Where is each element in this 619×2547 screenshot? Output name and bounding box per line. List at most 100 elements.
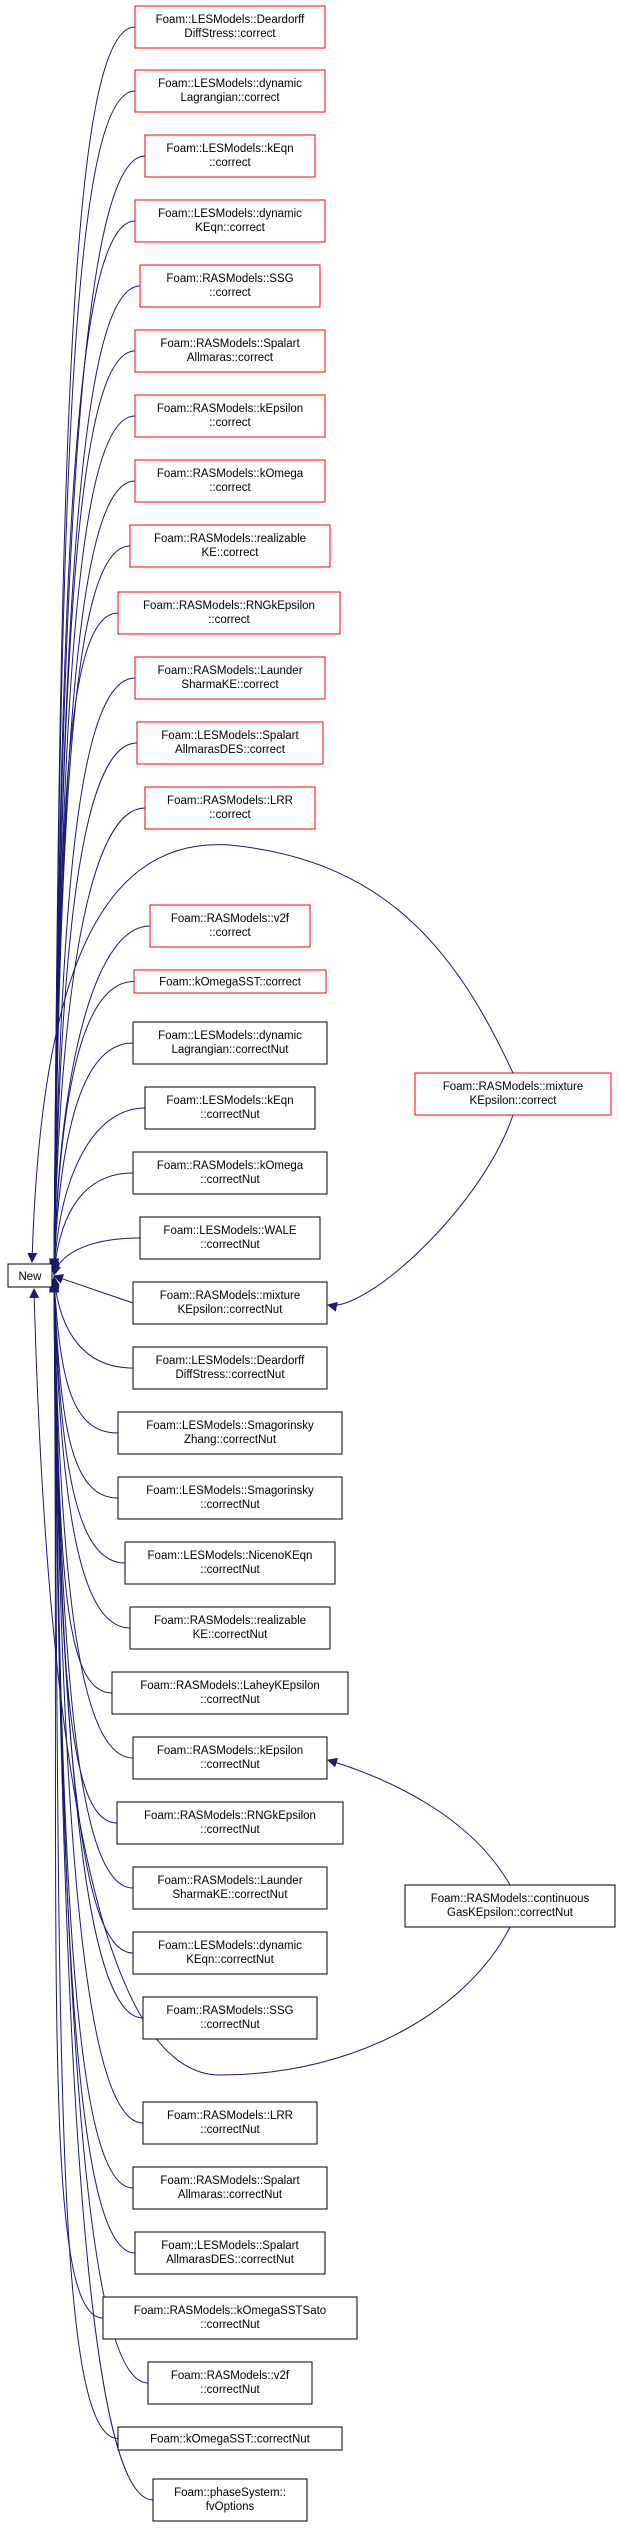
node-box [134, 69, 326, 113]
node-label-line: Foam::RASModels::RNGkEpsilon [144, 1810, 316, 1822]
node-box [134, 5, 326, 49]
node-label-line: SharmaKE::correct [181, 679, 279, 691]
node-label-line: Foam::RASModels::mixture [443, 1081, 584, 1093]
node-box [134, 459, 326, 503]
node-box [117, 1411, 343, 1455]
node-box [404, 1884, 616, 1928]
node-label-line: Zhang::correctNut [184, 1434, 277, 1446]
node-label-line: KEpsilon::correctNut [178, 1304, 284, 1316]
node-ras-launder-correctnut[interactable]: Foam::RASModels::LaunderSharmaKE::correc… [132, 1866, 328, 1910]
node-les-smagorinsky-correctnut[interactable]: Foam::LESModels::Smagorinsky::correctNut [117, 1476, 343, 1520]
node-ras-ssg-correctnut[interactable]: Foam::RASModels::SSG::correctNut [142, 1996, 318, 2040]
edge-ras-realizable-correctnut-to-new [49, 1280, 131, 1629]
node-ras-rngkepsilon-correct[interactable]: Foam::RASModels::RNGkEpsilon::correct [117, 591, 341, 635]
node-box [139, 264, 321, 308]
node-les-keqn-correct[interactable]: Foam::LESModels::kEqn::correct [144, 134, 316, 178]
node-box [132, 1931, 328, 1975]
node-label-line: Foam::LESModels::NicenoKEqn [148, 1550, 313, 1562]
node-les-dynamic-lagrangian-correct[interactable]: Foam::LESModels::dynamicLagrangian::corr… [134, 69, 326, 113]
edge-ras-lahey-correctnut-to-new [49, 1281, 113, 1694]
node-label-line: Foam::RASModels::realizable [154, 1615, 306, 1627]
node-label-line: ::correctNut [200, 1694, 260, 1706]
node-ras-lrr-correctnut[interactable]: Foam::RASModels::LRR::correctNut [142, 2101, 318, 2145]
node-label-line: ::correctNut [200, 1759, 260, 1771]
node-ras-continuous-correctnut[interactable]: Foam::RASModels::continuousGasKEpsilon::… [404, 1884, 616, 1928]
node-les-spalartdes-correct[interactable]: Foam::LESModels::SpalartAllmarasDES::cor… [136, 721, 324, 765]
node-box [124, 1541, 336, 1585]
node-phasesystem-fvoptions[interactable]: Foam::phaseSystem::fvOptions [152, 2478, 308, 2522]
edge-les-keqn-correctnut-to-new [49, 1107, 146, 1274]
node-label-line: Foam::RASModels::kEpsilon [157, 403, 303, 415]
edge-les-deardorff-correct-to-new [49, 26, 136, 1269]
node-les-spalartdes-correctnut[interactable]: Foam::LESModels::SpalartAllmarasDES::cor… [134, 2231, 326, 2275]
node-ras-mixture-correct[interactable]: Foam::RASModels::mixtureKEpsilon::correc… [414, 1072, 612, 1116]
node-box [152, 2478, 308, 2522]
node-label-line: Foam::RASModels::kEpsilon [157, 1745, 303, 1757]
node-label-line: Foam::RASModels::kOmegaSSTSato [134, 2305, 326, 2317]
edge-les-dynamic-lagrangian-correctnut-to-new [49, 1042, 134, 1273]
node-label-line: ::correct [209, 287, 251, 299]
root-node-new[interactable]: New [7, 1263, 53, 1288]
node-les-deardorff-correctnut[interactable]: Foam::LESModels::DeardorffDiffStress::co… [132, 1346, 328, 1390]
edge-ras-lrr-correct-to-new [49, 807, 146, 1269]
edge-ras-rngkepsilon-correct-to-new [49, 612, 119, 1269]
node-label-line: GasKEpsilon::correctNut [447, 1907, 574, 1919]
node-label-line: ::correctNut [200, 1239, 260, 1251]
node-ras-komega-correctnut[interactable]: Foam::RASModels::kOmega::correctNut [132, 1151, 328, 1195]
node-label-line: ::correctNut [200, 2384, 260, 2396]
edge-ras-kepsilon-correctnut-to-new [49, 1282, 134, 1759]
node-box [134, 394, 326, 438]
node-ras-lrr-correct[interactable]: Foam::RASModels::LRR::correct [144, 786, 316, 830]
node-ras-v2f-correctnut[interactable]: Foam::RASModels::v2f::correctNut [147, 2361, 313, 2405]
node-label-line: Allmaras::correctNut [178, 2189, 283, 2201]
node-komegasst-correctnut[interactable]: Foam::kOmegaSST::correctNut [117, 2426, 343, 2451]
node-komegasst-correct[interactable]: Foam::kOmegaSST::correct [133, 969, 327, 994]
node-label-line: KEqn::correctNut [186, 1954, 274, 1966]
node-box [134, 2231, 326, 2275]
node-les-niceno-correctnut[interactable]: Foam::LESModels::NicenoKEqn::correctNut [124, 1541, 336, 1585]
node-label-line: Foam::RASModels::continuous [431, 1893, 590, 1905]
node-label-line: KE::correct [202, 547, 260, 559]
node-les-wale-correctnut[interactable]: Foam::LESModels::WALE::correctNut [139, 1216, 321, 1260]
node-ras-ssg-correct[interactable]: Foam::RASModels::SSG::correct [139, 264, 321, 308]
edge-les-smagorinsky-correctnut-to-new [49, 1278, 119, 1499]
edge-komegasst-correctnut-to-new [49, 1282, 119, 2439]
node-les-dynamic-lagrangian-correctnut[interactable]: Foam::LESModels::dynamicLagrangian::corr… [132, 1021, 328, 1065]
node-label-line: Foam::LESModels::dynamic [158, 1030, 302, 1042]
node-ras-spalart-correct[interactable]: Foam::RASModels::SpalartAllmaras::correc… [134, 329, 326, 373]
edge-ras-spalart-correct-to-new [49, 350, 136, 1269]
node-les-deardorff-correct[interactable]: Foam::LESModels::DeardorffDiffStress::co… [134, 5, 326, 49]
node-ras-spalart-correctnut[interactable]: Foam::RASModels::SpalartAllmaras::correc… [132, 2166, 328, 2210]
node-les-smagorinsky-zhang-correctnut[interactable]: Foam::LESModels::SmagorinskyZhang::corre… [117, 1411, 343, 1455]
node-ras-rngkepsilon-correctnut[interactable]: Foam::RASModels::RNGkEpsilon::correctNut [116, 1801, 344, 1845]
edge-mixture-correct-to-mixture-correctnut [327, 1114, 514, 1312]
node-ras-v2f-correct[interactable]: Foam::RASModels::v2f::correct [149, 904, 311, 948]
node-ras-launder-correct[interactable]: Foam::RASModels::LaunderSharmaKE::correc… [134, 656, 326, 700]
node-label-line: ::correct [209, 417, 251, 429]
node-ras-komega-correct[interactable]: Foam::RASModels::kOmega::correct [134, 459, 326, 503]
node-label-line: Foam::RASModels::kOmega [157, 468, 304, 480]
node-ras-kepsilon-correctnut[interactable]: Foam::RASModels::kEpsilon::correctNut [132, 1736, 328, 1780]
edge-les-wale-correctnut-to-new [51, 1237, 141, 1276]
node-label-line: DiffStress::correctNut [175, 1369, 285, 1381]
node-ras-realizable-correctnut[interactable]: Foam::RASModels::realizableKE::correctNu… [129, 1606, 331, 1650]
node-ras-komegasstsato-correctnut[interactable]: Foam::RASModels::kOmegaSSTSato::correctN… [102, 2296, 358, 2340]
node-les-keqn-correctnut[interactable]: Foam::LESModels::kEqn::correctNut [144, 1086, 316, 1130]
node-ras-mixture-correctnut[interactable]: Foam::RASModels::mixtureKEpsilon::correc… [132, 1281, 328, 1325]
node-label-line: fvOptions [206, 2501, 255, 2513]
node-box [132, 1281, 328, 1325]
node-ras-kepsilon-correct[interactable]: Foam::RASModels::kEpsilon::correct [134, 394, 326, 438]
edge-les-dynamic-keqn-correct-to-new [49, 220, 136, 1269]
node-box [147, 2361, 313, 2405]
node-box [134, 656, 326, 700]
edge-les-deardorff-correctnut-to-new [49, 1276, 134, 1369]
edge-ras-komegasstsato-correctnut-to-new [49, 1282, 104, 2319]
node-ras-lahey-correctnut[interactable]: Foam::RASModels::LaheyKEpsilon::correctN… [111, 1671, 349, 1715]
node-label-line: Foam::LESModels::Spalart [161, 2240, 299, 2252]
edge-continuous-to-kepsilon-correctnut [327, 1757, 511, 1886]
node-label-line: KEqn::correct [195, 222, 265, 234]
node-box [136, 721, 324, 765]
